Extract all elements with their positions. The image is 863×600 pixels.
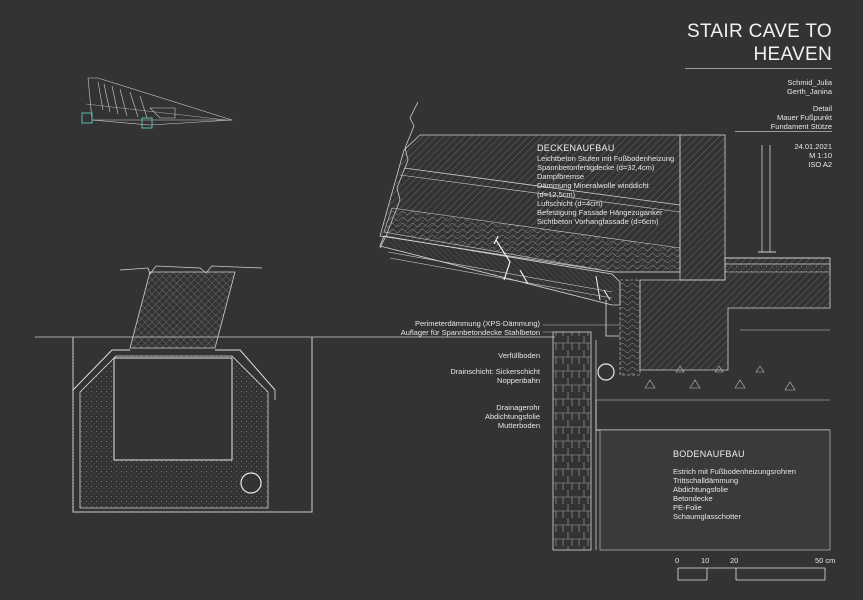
perimeter-label: Perimeterdämmung (XPS-Dämmung) Auflager … [400, 319, 540, 337]
detail-marker-icon [81, 112, 93, 124]
scale-tick-10: 10 [701, 556, 710, 565]
drainage-pipe-label: Drainagerohr Abdichtungsfolie Mutterbode… [484, 403, 540, 430]
floor-buildup-box [599, 429, 831, 551]
title-rule [685, 68, 832, 69]
scale-tick-20: 20 [730, 556, 739, 565]
leader-lines [543, 324, 620, 333]
bodenaufbau-heading: BODENAUFBAU [673, 449, 745, 459]
location-thumbnail [81, 77, 233, 129]
scale-tick-0: 0 [675, 556, 680, 565]
bodenaufbau-legend: BODENAUFBAU Estrich mit Fußbodenheizungs… [673, 449, 796, 521]
ceiling-slab-section [379, 101, 681, 337]
deckenaufbau-heading: DECKENAUFBAU [537, 143, 615, 153]
verfuell-label: Verfüllboden [498, 351, 540, 360]
scale-tick-50: 50 cm [815, 556, 836, 565]
foundation-section [35, 265, 555, 513]
drain-pipe-icon [597, 363, 615, 381]
authors: Schmid_Julia Gerth_Janina [786, 78, 832, 96]
detail-marker-icon [141, 117, 153, 129]
project-title: STAIR CAVE TO HEAVEN [686, 21, 832, 65]
detail-info: Detail Mauer Fußpunkt Fundament Stütze [770, 104, 832, 131]
deckenaufbau-legend: DECKENAUFBAU Leichtbeton Stufen mit Fußb… [537, 143, 675, 226]
retaining-wall [552, 331, 615, 551]
sheet-meta: 24.01.2021 M 1:10 ISO A2 [794, 142, 832, 169]
scale-bar [677, 567, 826, 581]
drain-label: Drainschicht: Sickerschicht Noppenbahn [450, 367, 540, 385]
meta-rule [735, 131, 832, 132]
wall-section [595, 134, 831, 431]
